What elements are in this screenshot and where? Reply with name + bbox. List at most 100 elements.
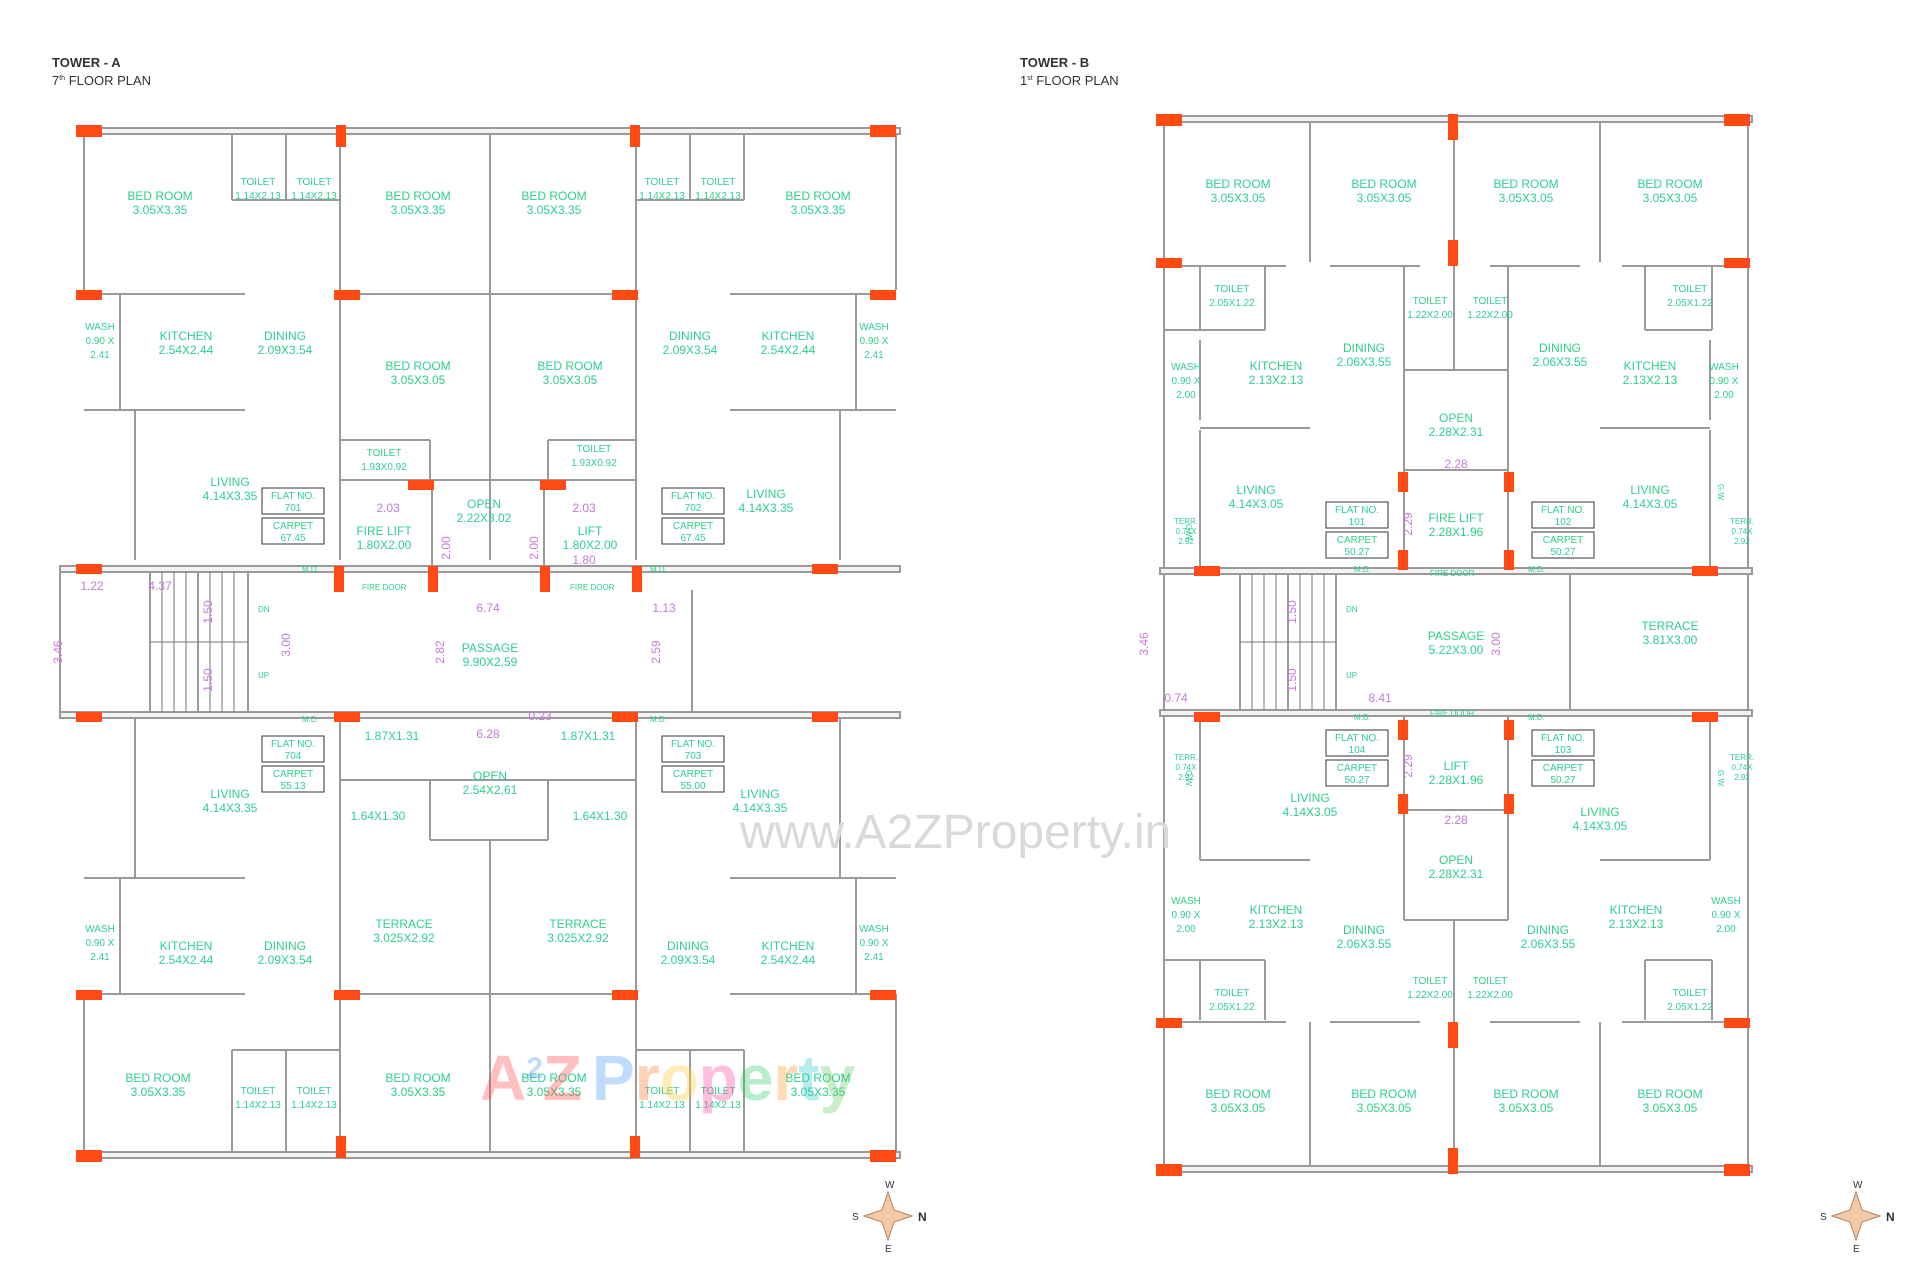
tower-a-dim-14: 1.80	[572, 553, 596, 567]
b-wash-4-size2: 2.00	[1716, 924, 1736, 935]
b-terrace-size: 3.81X3.00	[1643, 633, 1698, 647]
b-bed-3-name: BED ROOM	[1493, 177, 1558, 191]
tower-b-flat-no-1: 102	[1555, 517, 1572, 528]
tower-a-fire-door-2: FIRE DOOR	[570, 583, 615, 592]
tower-b-terr-0-name: TERR.	[1174, 517, 1198, 526]
a-dining-2-size: 2.09X3.54	[663, 343, 718, 357]
a-firelift-name: FIRE LIFT	[356, 524, 412, 538]
a-passage-name: PASSAGE	[462, 641, 518, 655]
b-living-1-name: LIVING	[1236, 483, 1275, 497]
tower-b-dim-6: 0.74	[1164, 691, 1188, 705]
a-open-1-size: 2.22X3.02	[457, 511, 512, 525]
tower-b-gw-2: G.W.	[1716, 484, 1725, 502]
tower-b-gw-1: G.W.	[1184, 524, 1193, 542]
tower-a-md-2: M.D.	[650, 565, 667, 574]
b-passage-size: 5.22X3.00	[1429, 643, 1484, 657]
tower-a-stair-dn: DN	[258, 605, 270, 614]
tower-b-carpet-label-1: CARPET	[1543, 535, 1584, 546]
b-living-2-name: LIVING	[1630, 483, 1669, 497]
tower-b-carpet-3: 50.27	[1550, 775, 1575, 786]
b-dining-1-name: DINING	[1343, 341, 1385, 355]
tower-b-terr-1-size: 0.74X	[1732, 527, 1754, 536]
tower-b-flat-label-0: FLAT NO.	[1335, 505, 1379, 516]
tower-a-floor-rest: FLOOR PLAN	[65, 73, 151, 88]
a-firelift-size: 1.80X2.00	[357, 538, 412, 552]
a-bed-6-size: 3.05X3.05	[543, 373, 598, 387]
b-toilet-2-size: 1.22X2.00	[1407, 310, 1453, 321]
b-toilet-7-size: 1.22X2.00	[1467, 990, 1513, 1001]
a-wash-3-name: WASH	[85, 924, 115, 935]
tower-a-carpet-2: 55.13	[280, 781, 305, 792]
logo-letter-a: A	[480, 1042, 526, 1114]
b-kitchen-3-name: KITCHEN	[1250, 903, 1303, 917]
tower-a-floor-sup: th	[59, 75, 65, 82]
b-bed-5-size: 3.05X3.05	[1211, 1101, 1266, 1115]
tower-a-md-4: M.D.	[650, 715, 667, 724]
compass-a-s: S	[852, 1212, 859, 1223]
tower-a-carpet-box-703	[661, 765, 725, 793]
a-bed-10-size: 3.05X3.35	[791, 1085, 846, 1099]
a-toilet-10-size: 1.14X2.13	[695, 1100, 741, 1111]
b-toilet-8-name: TOILET	[1673, 988, 1708, 999]
tower-a-dim-10: 2.03	[376, 501, 400, 515]
tower-a-dim-19: 1.64X1.30	[351, 809, 406, 823]
tower-a-flat-label-1: FLAT NO.	[671, 491, 715, 502]
a-bed-8-size: 3.05X3.35	[391, 1085, 446, 1099]
b-terrace-name: TERRACE	[1641, 619, 1698, 633]
b-living-1-size: 4.14X3.05	[1229, 497, 1284, 511]
tower-b-terr-3-size: 0.74X	[1732, 763, 1754, 772]
tower-a-stair-treads	[150, 572, 248, 712]
tower-b-columns	[1156, 114, 1750, 1176]
a-dining-1-size: 2.09X3.54	[258, 343, 313, 357]
a-kitchen-3-size: 2.54X2.44	[159, 953, 214, 967]
tower-b-terr-0-size2: 2.92	[1178, 537, 1194, 546]
tower-a-flat-box-702	[661, 487, 725, 515]
tower-a-stair-up: UP	[258, 671, 269, 680]
b-wash-4-size: 0.90 X	[1712, 910, 1741, 921]
b-firelift-name: FIRE LIFT	[1428, 511, 1484, 525]
a-dining-3-size: 2.09X3.54	[258, 953, 313, 967]
tower-b-flat-no-0: 101	[1349, 517, 1366, 528]
b-living-2-size: 4.14X3.05	[1623, 497, 1678, 511]
tower-b-md-1: M.D.	[1354, 565, 1371, 574]
tower-b-flat-box-101	[1325, 501, 1389, 529]
b-bed-6-name: BED ROOM	[1351, 1087, 1416, 1101]
b-toilet-6-name: TOILET	[1413, 976, 1448, 987]
a-toilet-2-name: TOILET	[297, 177, 332, 188]
a-living-1-name: LIVING	[210, 475, 249, 489]
a-toilet-7-size: 1.14X2.13	[235, 1100, 281, 1111]
b-dining-4-name: DINING	[1527, 923, 1569, 937]
tower-a-dim-11: 2.03	[572, 501, 596, 515]
a-toilet-1-size: 1.14X2.13	[235, 191, 281, 202]
a-wash-2-size2: 2.41	[864, 350, 884, 361]
compass-b-w: W	[1853, 1180, 1863, 1191]
b-dining-4-size: 2.06X3.55	[1521, 937, 1576, 951]
a-toilet-2-size: 1.14X2.13	[291, 191, 337, 202]
a-toilet-4-name: TOILET	[701, 177, 736, 188]
a-wash-4-size2: 2.41	[864, 952, 884, 963]
b-bed-8-size: 3.05X3.05	[1643, 1101, 1698, 1115]
logo-letter-e: e	[738, 1042, 774, 1114]
tower-a-dim-7: 1.13	[652, 601, 676, 615]
a-terrace-1-name: TERRACE	[375, 917, 432, 931]
b-bed-1-name: BED ROOM	[1205, 177, 1270, 191]
tower-a-carpet-box-704	[261, 765, 325, 793]
a-bed-3-name: BED ROOM	[521, 189, 586, 203]
b-bed-3-size: 3.05X3.05	[1499, 191, 1554, 205]
b-kitchen-1-name: KITCHEN	[1250, 359, 1303, 373]
a-passage-size: 9.90X2.59	[463, 655, 518, 669]
tower-b-dim-2: 3.46	[1137, 632, 1151, 656]
tower-a-carpet-box-701	[261, 517, 325, 545]
a-toilet-8-size: 1.14X2.13	[291, 1100, 337, 1111]
a-toilet-5-size: 1.93X0.92	[361, 462, 407, 473]
tower-b-carpet-box-103	[1531, 759, 1595, 787]
logo-letter-p: P	[592, 1042, 635, 1114]
a-bed-8-name: BED ROOM	[385, 1071, 450, 1085]
tower-b-floor-number: 1	[1020, 73, 1027, 88]
